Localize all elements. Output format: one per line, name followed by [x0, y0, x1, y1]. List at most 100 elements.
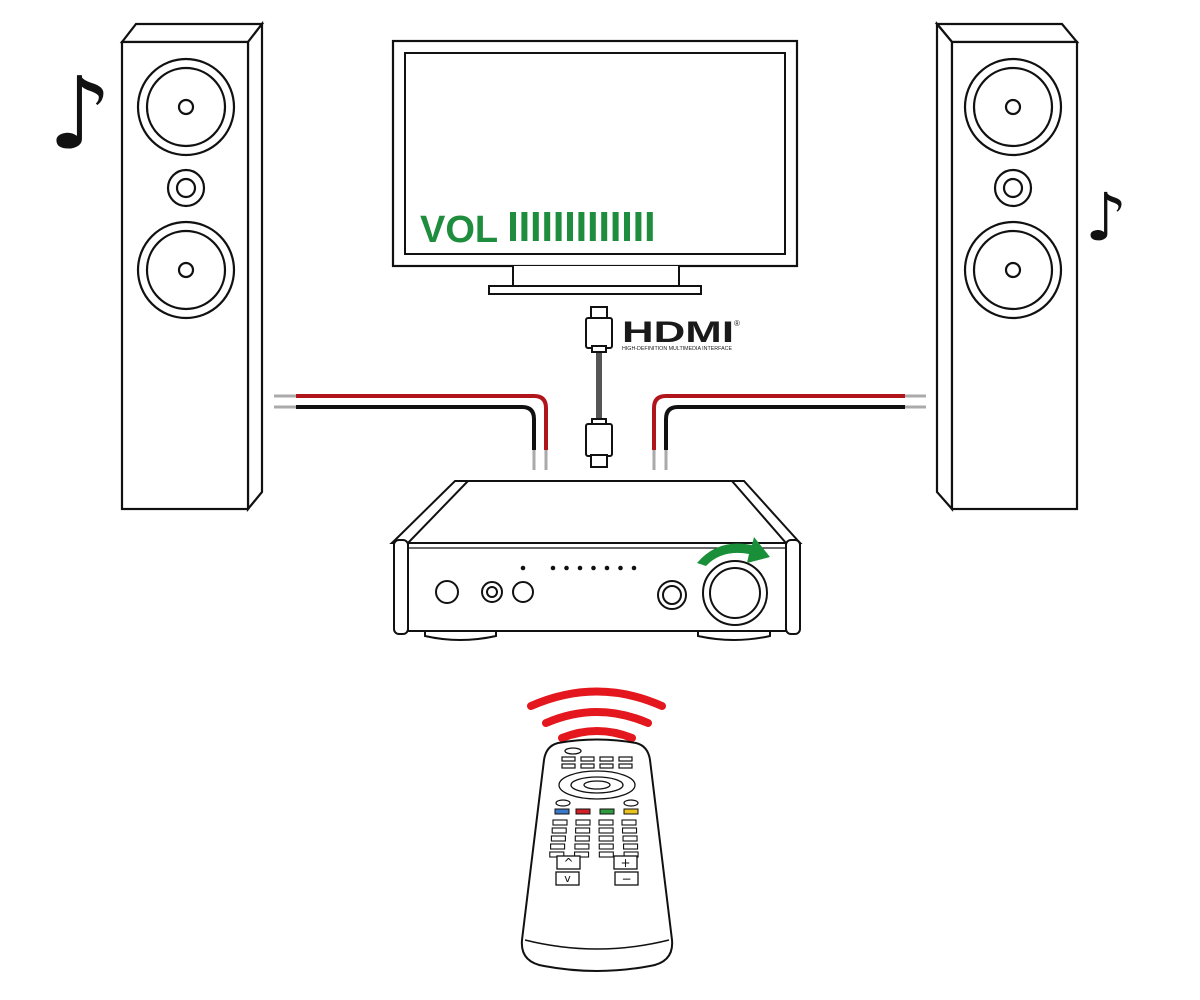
hdmi-trademark: ®: [734, 319, 740, 328]
remote-body: [520, 738, 674, 972]
remote-power-button[interactable]: [564, 747, 582, 755]
amplifier-indicator-led: [604, 565, 610, 571]
remote-keypad-button[interactable]: [550, 835, 566, 842]
remote-volume-down-button[interactable]: −: [614, 871, 639, 886]
volume-bar-segment: [646, 212, 653, 241]
volume-bar-segment: [624, 212, 630, 241]
volume-bar-segment: [589, 212, 596, 241]
remote-keypad-button[interactable]: [598, 835, 614, 842]
left-speaker-wire: [274, 394, 548, 470]
volume-bar-segment: [532, 212, 539, 241]
music-note-right-icon: ♪: [1085, 179, 1127, 256]
remote-top-button[interactable]: [618, 763, 633, 769]
remote-keypad-button[interactable]: [598, 851, 614, 858]
amplifier-indicator-led: [591, 565, 596, 571]
volume-bar-segment: [555, 212, 562, 241]
remote-keypad-button[interactable]: [621, 827, 638, 834]
right-speaker-woofer-top: [963, 57, 1063, 157]
remote-keypad-button[interactable]: [551, 827, 567, 834]
volume-rotation-arrow-icon: [697, 537, 770, 566]
remote-red-key[interactable]: [575, 808, 591, 815]
right-wire-black: [664, 405, 905, 450]
left-speaker-woofer-bottom: [136, 220, 236, 320]
remote-top-button[interactable]: [580, 763, 595, 769]
remote-top-button[interactable]: [599, 763, 614, 769]
remote-control: ^ v + −: [520, 738, 674, 972]
left-speaker-tweeter: [166, 168, 206, 208]
remote-keypad-button[interactable]: [575, 819, 591, 826]
right-wire-red: [652, 394, 905, 450]
remote-ok-button[interactable]: [583, 780, 611, 790]
amplifier-indicator-led: [550, 565, 556, 571]
tv-neck: [512, 266, 680, 287]
remote-keypad-button[interactable]: [598, 843, 614, 850]
remote-keypad-button[interactable]: [623, 843, 639, 850]
remote-keypad-button[interactable]: [550, 843, 566, 850]
left-wire-red: [296, 394, 548, 450]
ir-wave-inner: [558, 727, 636, 742]
volume-bar-segment: [521, 212, 528, 241]
ir-wave-middle: [542, 708, 652, 727]
remote-green-key[interactable]: [599, 808, 615, 815]
left-wire-black: [296, 405, 536, 450]
remote-channel-up-button[interactable]: ^: [556, 855, 581, 870]
volume-bar-segment: [635, 212, 642, 241]
remote-top-button[interactable]: [618, 756, 633, 762]
remote-keypad-button[interactable]: [598, 819, 614, 826]
remote-top-button[interactable]: [561, 763, 576, 769]
infrared-signal-waves-icon: [527, 687, 666, 742]
remote-top-button[interactable]: [599, 756, 614, 762]
remote-keypad-button[interactable]: [574, 851, 590, 858]
hdmi-logo: HDMI: [622, 316, 734, 349]
left-speaker-woofer-top: [136, 57, 236, 157]
remote-channel-down-button[interactable]: v: [555, 871, 580, 886]
amplifier-volume-knob[interactable]: [702, 560, 768, 626]
remote-keypad-button[interactable]: [598, 827, 614, 834]
television: VOL: [391, 39, 799, 295]
left-speaker: [119, 20, 265, 513]
remote-top-buttons: [561, 756, 633, 769]
volume-bar-segment: [567, 212, 573, 241]
amplifier-power-button[interactable]: [435, 580, 459, 604]
remote-keypad-button[interactable]: [574, 835, 590, 842]
volume-bar-segment: [510, 212, 516, 241]
remote-top-button[interactable]: [561, 756, 576, 762]
remote-dpad[interactable]: [558, 770, 636, 800]
remote-volume-down-label: −: [621, 872, 631, 886]
amplifier-selector-knob[interactable]: [657, 580, 687, 610]
remote-keypad-button[interactable]: [575, 827, 591, 834]
ir-wave-outer: [527, 687, 666, 710]
amplifier-indicator-led: [618, 565, 623, 571]
remote-back-button[interactable]: [555, 799, 571, 807]
amplifier-headphone-jack[interactable]: [481, 581, 503, 603]
remote-keypad-button[interactable]: [574, 843, 590, 850]
remote-menu-button[interactable]: [623, 799, 639, 807]
amplifier-input-button[interactable]: [512, 581, 534, 603]
right-speaker: [934, 20, 1080, 512]
amplifier: [389, 480, 803, 641]
right-speaker-wire: [652, 394, 926, 470]
right-speaker-tweeter: [993, 168, 1033, 208]
remote-blue-key[interactable]: [554, 808, 570, 815]
remote-color-keys: [554, 808, 639, 815]
amplifier-indicator-led: [564, 565, 569, 571]
volume-bar-segment: [578, 212, 585, 241]
hdmi-connector-top: [585, 306, 613, 353]
remote-yellow-key[interactable]: [623, 808, 639, 815]
volume-bar-segment: [544, 212, 551, 241]
remote-keypad-button[interactable]: [622, 835, 638, 842]
amplifier-indicator-led: [631, 565, 637, 571]
tv-stand-base: [488, 285, 702, 295]
remote-channel-down-label: v: [564, 872, 571, 885]
hdmi-cable: HDMI ® HIGH-DEFINITION MULTIMEDIA INTERF…: [585, 306, 740, 468]
remote-volume-up-button[interactable]: +: [613, 855, 638, 870]
remote-volume-up-label: +: [620, 856, 630, 870]
amplifier-right-cap: [785, 539, 801, 635]
remote-keypad-button[interactable]: [552, 819, 568, 826]
remote-keypad-button[interactable]: [621, 819, 637, 826]
remote-top-button[interactable]: [580, 756, 595, 762]
volume-label: VOL: [420, 209, 498, 251]
music-note-left-icon: ♪: [48, 55, 112, 172]
amplifier-indicator-leds: [520, 565, 637, 571]
